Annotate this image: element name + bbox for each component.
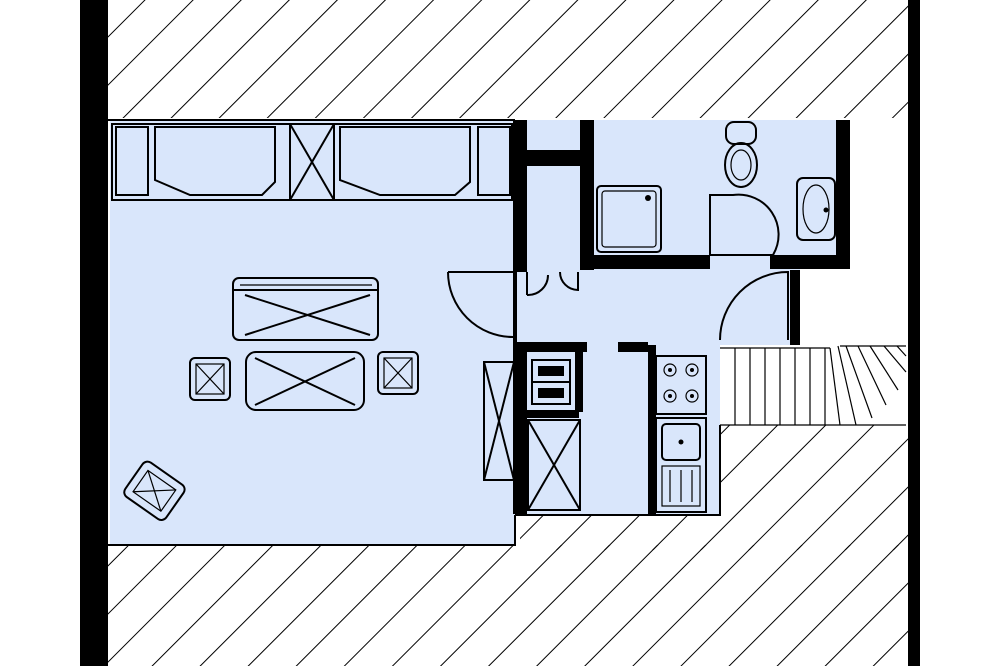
living-room	[110, 120, 515, 545]
hatch-bottom	[108, 545, 908, 666]
coffee-table-icon	[245, 351, 365, 411]
door-swing-icon	[447, 193, 789, 341]
wardrobe-unit	[111, 123, 513, 201]
staircase	[720, 345, 908, 426]
kitchen-sink-icon	[655, 417, 707, 513]
sofa-icon	[232, 277, 379, 341]
walls	[80, 0, 920, 666]
shower-icon	[596, 185, 662, 253]
cabinet-icon	[483, 361, 515, 481]
armchair-icon	[123, 460, 186, 522]
fridge-icon	[527, 419, 581, 511]
kitchen-shelf	[531, 359, 571, 405]
hallway	[515, 265, 800, 345]
toilet-icon	[724, 121, 758, 188]
room-fills	[110, 120, 845, 545]
bathroom	[595, 120, 845, 265]
stove-icon	[655, 355, 707, 415]
stool-left-icon	[189, 357, 231, 401]
sink-icon	[796, 177, 836, 241]
hatch-top	[108, 0, 908, 118]
wall-right	[908, 0, 920, 666]
stool-right-icon	[377, 351, 419, 395]
roof-slope-hatching	[108, 0, 908, 666]
